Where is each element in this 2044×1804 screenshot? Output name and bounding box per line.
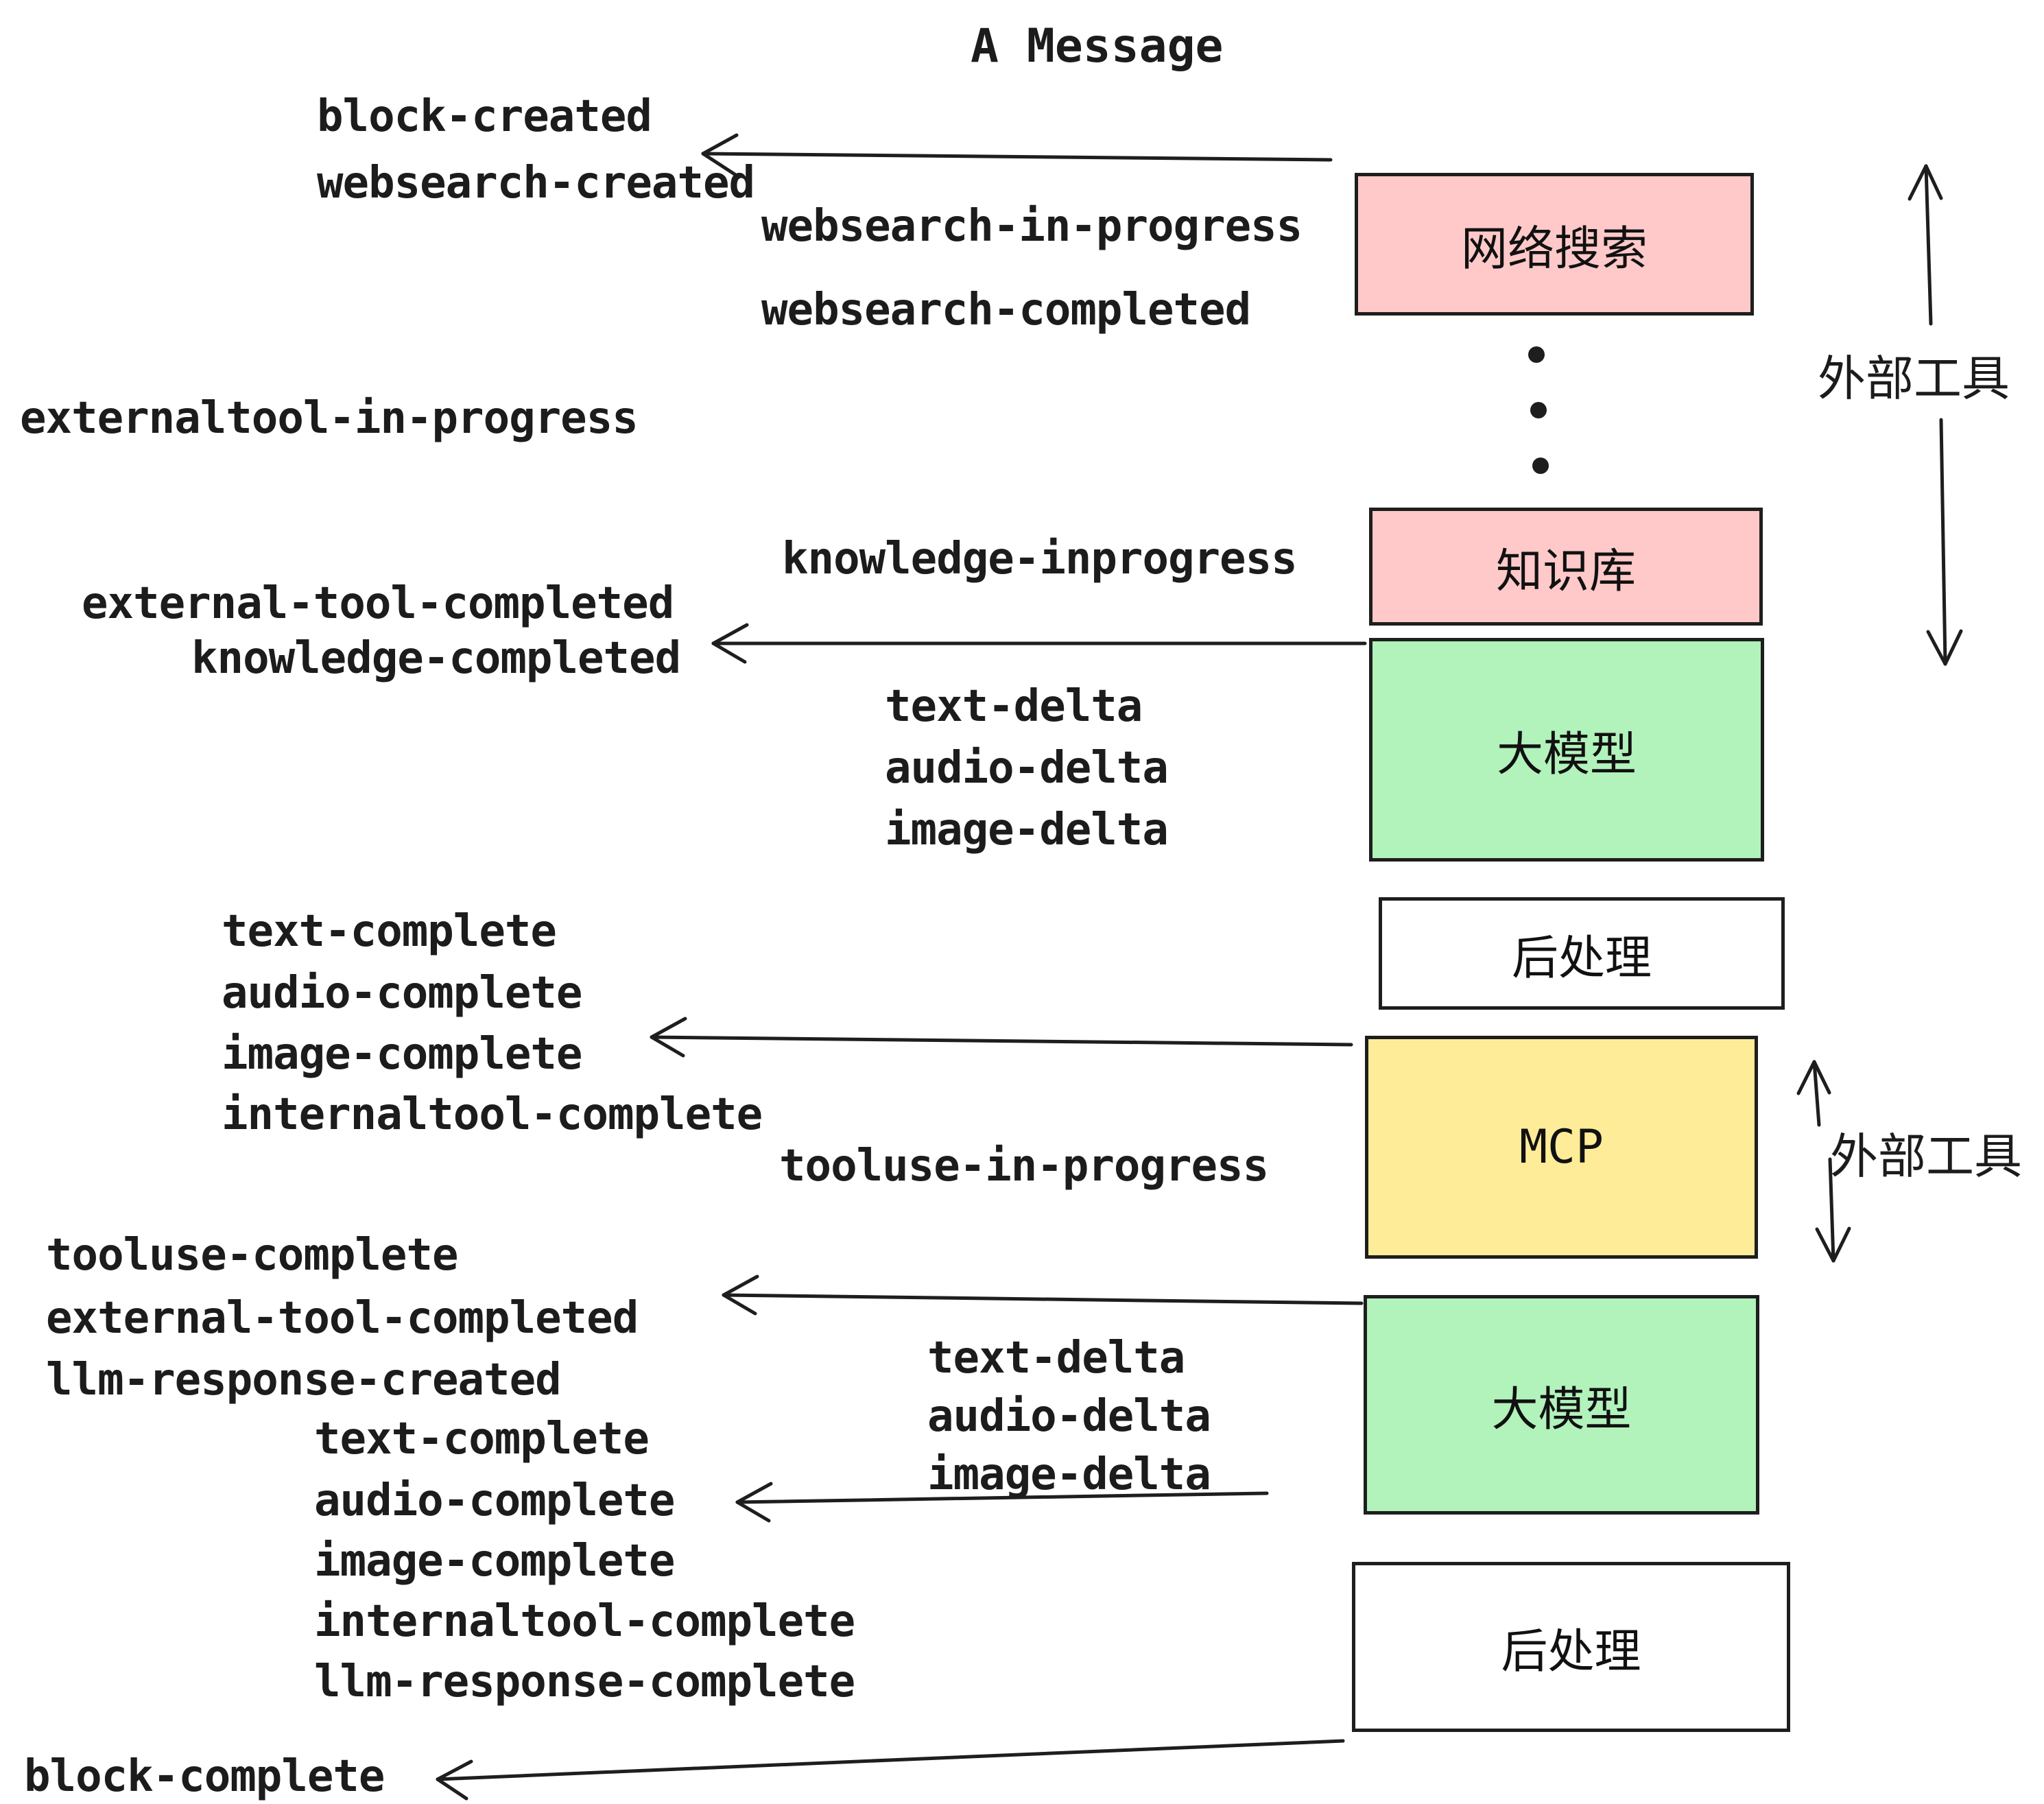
arrow-tooluse-complete xyxy=(722,1274,1364,1316)
arrow-audio-complete xyxy=(735,1482,1269,1523)
event-internaltool-complete-1: internaltool-complete xyxy=(222,1089,763,1140)
event-external-tool-completed-2: external-tool-completed xyxy=(46,1293,639,1344)
double-arrow-external-tools-top xyxy=(1908,164,1963,666)
vertical-ellipsis-icon xyxy=(1528,346,1549,474)
event-text-delta-2: text-delta xyxy=(927,1333,1185,1384)
event-text-complete-1: text-complete xyxy=(222,906,557,957)
event-tooluse-complete: tooluse-complete xyxy=(46,1230,458,1281)
event-internaltool-complete-2: internaltool-complete xyxy=(314,1596,855,1647)
event-image-delta-2: image-delta xyxy=(927,1449,1211,1500)
diagram-title: A Message xyxy=(971,19,1224,73)
event-block-complete: block-complete xyxy=(24,1751,385,1802)
event-knowledge-completed: knowledge-completed xyxy=(191,633,681,684)
event-image-complete-2: image-complete xyxy=(314,1536,675,1587)
event-text-delta-1: text-delta xyxy=(885,681,1143,732)
box-postprocess-2: 后处理 xyxy=(1352,1562,1790,1732)
box-llm-1: 大模型 xyxy=(1369,638,1764,862)
event-externaltool-in-progress: externaltool-in-progress xyxy=(20,393,639,444)
double-arrow-external-tools-mcp xyxy=(1796,1060,1851,1263)
event-image-complete-1: image-complete xyxy=(222,1029,582,1080)
label-external-tools-mcp: 外部工具 xyxy=(1830,1128,2022,1185)
event-knowledge-inprogress: knowledge-inprogress xyxy=(782,534,1298,584)
arrow-block-complete xyxy=(436,1739,1345,1801)
event-audio-complete-1: audio-complete xyxy=(222,968,582,1019)
event-block-created: block-created xyxy=(317,91,652,142)
event-audio-delta-2: audio-delta xyxy=(927,1391,1211,1442)
event-websearch-completed: websearch-completed xyxy=(761,285,1251,335)
event-image-delta-1: image-delta xyxy=(885,805,1169,855)
event-audio-complete-2: audio-complete xyxy=(314,1475,675,1526)
event-llm-response-complete: llm-response-complete xyxy=(314,1657,855,1707)
box-postprocess-1: 后处理 xyxy=(1379,897,1785,1010)
box-llm-2: 大模型 xyxy=(1364,1295,1759,1515)
box-websearch: 网络搜索 xyxy=(1355,173,1754,316)
box-knowledge: 知识库 xyxy=(1369,508,1763,626)
event-llm-response-created: llm-response-created xyxy=(46,1355,562,1405)
event-tooluse-in-progress: tooluse-in-progress xyxy=(779,1141,1269,1191)
event-external-tool-completed-1: external-tool-completed xyxy=(82,578,674,629)
event-audio-delta-1: audio-delta xyxy=(885,743,1169,794)
arrow-knowledge-completed xyxy=(711,623,1367,664)
event-text-complete-2: text-complete xyxy=(314,1414,650,1464)
label-external-tools-top: 外部工具 xyxy=(1818,351,2010,407)
event-websearch-created: websearch-created xyxy=(317,158,755,209)
arrow-image-complete xyxy=(650,1017,1353,1058)
box-mcp: MCP xyxy=(1365,1036,1758,1259)
arrow-block-created xyxy=(701,133,1333,176)
event-websearch-in-progress: websearch-in-progress xyxy=(761,201,1303,252)
